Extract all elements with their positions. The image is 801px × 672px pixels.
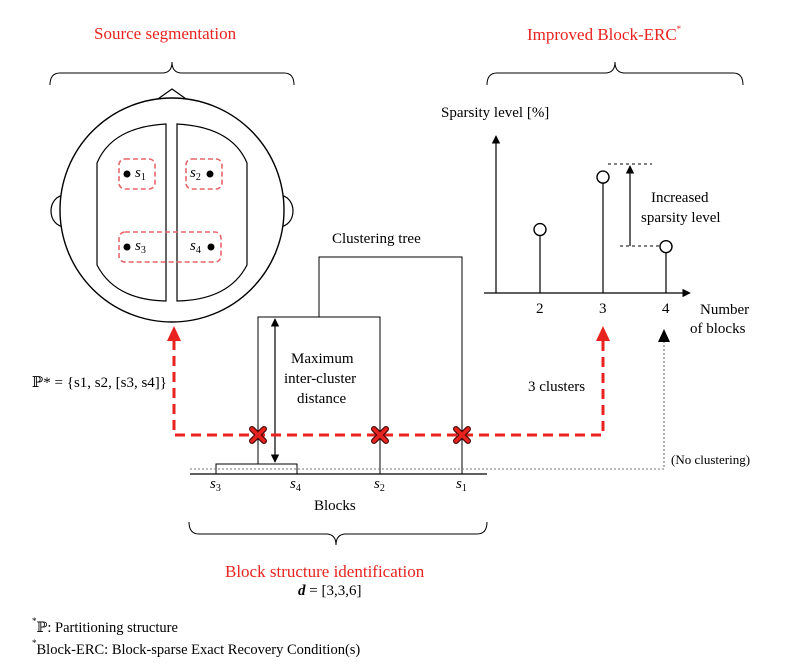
- no-clustering-label: (No clustering): [671, 452, 751, 467]
- cut-cross-3: [453, 426, 471, 444]
- title-improved-block-erc: Improved Block-ERC*: [527, 24, 682, 44]
- increase-label-2: sparsity level: [641, 210, 721, 226]
- no-clustering-line: [190, 335, 665, 470]
- x-tick-label-2: 2: [536, 301, 544, 317]
- cut-cross-2: [371, 426, 389, 444]
- increase-label-1: Increased: [651, 190, 709, 206]
- source-box-s2: [185, 158, 223, 190]
- merge-root-s1: [318, 256, 463, 474]
- cut-cross-1: [249, 426, 267, 444]
- cut-line: [172, 335, 605, 437]
- source-box-s3-s4: [118, 231, 222, 263]
- source-dot-s4: [207, 243, 215, 251]
- head-outline: [59, 97, 285, 323]
- max-distance-label-3: distance: [297, 391, 347, 407]
- title-block-structure: Block structure identification: [225, 562, 425, 581]
- cut-arrow-to-chart: [596, 326, 610, 341]
- left-hemisphere: [96, 123, 167, 302]
- leaf-label-s2: s2: [374, 476, 385, 494]
- source-label-s3: s3: [135, 238, 146, 256]
- chart-x-label-1: Number: [700, 302, 750, 318]
- clustering-tree-title: Clustering tree: [332, 231, 421, 247]
- cut-label: 3 clusters: [528, 379, 586, 395]
- distance-vector: d = [3,3,6]: [298, 583, 362, 599]
- head-schematic: [50, 88, 294, 323]
- no-clustering-arrowhead: [658, 329, 670, 342]
- max-distance-label-1: Maximum: [291, 351, 354, 367]
- source-label-s4: s4: [190, 238, 201, 256]
- source-label-s1: s1: [135, 165, 146, 183]
- max-distance-label-2: inter-cluster: [284, 371, 357, 387]
- x-tick-label-4: 4: [662, 301, 670, 317]
- chart-y-label: Sparsity level [%]: [441, 105, 550, 121]
- stem-marker-2: [533, 222, 547, 237]
- right-hemisphere: [176, 123, 248, 302]
- stem-marker-4: [659, 239, 673, 254]
- stem-marker-3: [596, 170, 610, 184]
- brace-source-segmentation: [49, 61, 295, 86]
- leaf-label-s3: s3: [210, 476, 221, 494]
- source-label-s2: s2: [190, 165, 201, 183]
- title-source-segmentation: Source segmentation: [94, 24, 237, 43]
- brace-improved-block-erc: [486, 61, 744, 86]
- sparsity-chart: [484, 135, 691, 298]
- leaf-label-s1: s1: [456, 476, 467, 494]
- source-dot-s1: [123, 170, 131, 178]
- source-box-s1: [118, 158, 156, 190]
- merge-s3-s4: [215, 463, 298, 474]
- leaf-label-s4: s4: [290, 476, 301, 494]
- source-dot-s2: [206, 170, 214, 178]
- chart-x-label-2: of blocks: [690, 321, 746, 337]
- footnote-partitioning: *ℙ: Partitioning structure: [32, 616, 178, 636]
- cut-arrow-to-segmentation: [167, 326, 181, 341]
- partition-formula: ℙ* = {s1, s2, [s3, s4]}: [32, 375, 167, 391]
- source-dot-s3: [123, 243, 131, 251]
- footnote-block-erc: *Block-ERC: Block-sparse Exact Recovery …: [32, 638, 361, 658]
- blocks-axis-label: Blocks: [314, 498, 356, 514]
- x-tick-label-3: 3: [599, 301, 607, 317]
- brace-block-structure: [188, 521, 488, 546]
